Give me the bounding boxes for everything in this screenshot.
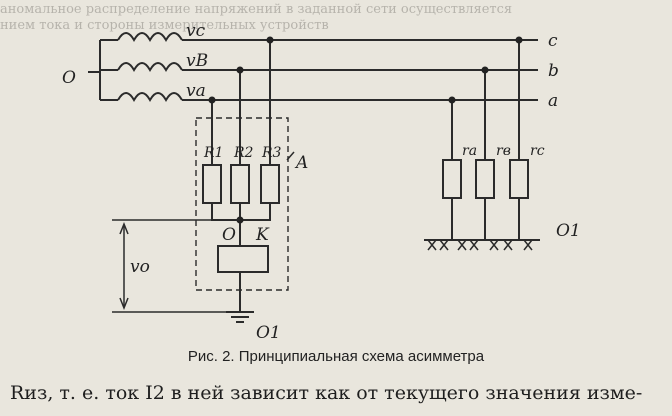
line-c-label: c xyxy=(548,31,558,51)
bleed-text-line-1: аномальное распределение напряжений в за… xyxy=(0,2,513,17)
body-text-line: Rиз, т. е. ток I2 в ней зависит как от т… xyxy=(10,382,643,404)
resistor-rb xyxy=(475,159,495,199)
line-a-label: a xyxy=(548,91,558,111)
figure-caption: Рис. 2. Принципиальная схема асимметра xyxy=(187,348,485,365)
resistor-r3 xyxy=(260,164,280,204)
coil-b xyxy=(117,62,183,73)
va-label: vа xyxy=(186,81,206,101)
node-o-inner-label: O xyxy=(222,225,236,245)
r3-label: R3 xyxy=(261,145,282,161)
coil-c xyxy=(117,32,183,43)
resistor-r2 xyxy=(230,164,250,204)
ground-left-label: O1 xyxy=(256,323,281,343)
r1-label: R1 xyxy=(203,145,223,161)
vc-label: vc xyxy=(186,21,206,41)
vo-label: vo xyxy=(130,257,150,277)
resistor-r1 xyxy=(202,164,222,204)
coil-a xyxy=(117,92,183,103)
ground-hatch-right xyxy=(427,239,533,251)
vb-label: vB xyxy=(186,51,208,71)
ground-right-label: O1 xyxy=(556,221,581,241)
measuring-element xyxy=(217,245,269,273)
block-a-frame xyxy=(195,117,289,291)
r2-label: R2 xyxy=(233,145,254,161)
node-o-label: O xyxy=(62,68,76,88)
node-k-label: K xyxy=(255,225,270,245)
resistor-ra xyxy=(442,159,462,199)
rc-label: rc xyxy=(530,143,545,159)
block-a-label: A xyxy=(294,153,308,173)
resistor-rc xyxy=(509,159,529,199)
line-b-label: b xyxy=(548,61,559,81)
ra-label: ra xyxy=(462,143,477,159)
bleed-text-line-2: нием тока и стороны измерительных устрой… xyxy=(0,18,329,33)
rb-label: rв xyxy=(496,143,511,159)
